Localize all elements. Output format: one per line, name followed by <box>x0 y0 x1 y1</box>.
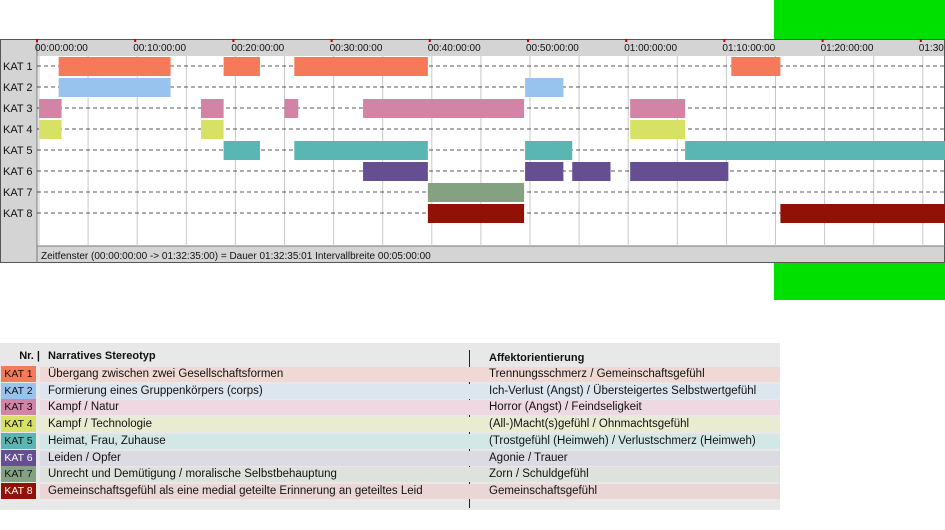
segment-bar <box>58 57 171 76</box>
time-tick-label: 01:00:00:00 <box>624 43 677 54</box>
segment-bar <box>39 99 62 118</box>
segment-bar <box>294 141 428 160</box>
segment-bar <box>201 120 224 139</box>
legend-kat-badge: KAT 5 <box>1 432 36 449</box>
legend-affektorientierung: (All-)Macht(s)gefühl / Ohnmachtsgefühl <box>489 418 690 431</box>
legend-kat-badge: KAT 7 <box>1 466 36 483</box>
legend-row: KAT 2 Formierung eines Gruppenkörpers (co… <box>0 382 780 399</box>
legend-row: KAT 4 Kampf / Technologie (All-)Macht(s)ge… <box>0 416 780 433</box>
segment-bar <box>685 141 945 160</box>
legend-header-stereotyp: Narratives Stereotyp <box>48 350 156 362</box>
segment-bar <box>427 204 525 223</box>
row-label: KAT 2 <box>3 82 33 94</box>
row-label: KAT 5 <box>3 145 33 157</box>
segment-bar <box>427 183 525 202</box>
segment-bar <box>630 99 686 118</box>
segment-bar <box>294 57 428 76</box>
segment-bar <box>780 204 945 223</box>
segment-bar <box>223 141 260 160</box>
segment-bar <box>39 120 62 139</box>
time-tick-label: 01:30 <box>919 43 944 54</box>
legend-row-background <box>40 367 780 382</box>
legend-stereotyp: Kampf / Technologie <box>48 418 152 431</box>
legend-stereotyp: Übergang zwischen zwei Gesellschaftsform… <box>48 368 284 380</box>
timeline-chart: KAT 1 KAT 2 KAT 3 KAT 4 KAT 5 KAT 6 KAT 7 KAT 8… <box>0 39 945 263</box>
legend-kat-badge: KAT 8 <box>1 482 36 499</box>
segment-bar <box>201 99 224 118</box>
legend-header-affekt: Affektorientierung <box>489 352 585 364</box>
legend-table: Nr. | Narratives Stereotyp Affektorienti… <box>0 343 780 510</box>
segment-bar <box>525 162 564 181</box>
legend-header-nr: Nr. | <box>19 350 40 362</box>
legend-row-background <box>40 433 780 449</box>
row-label: KAT 3 <box>3 103 33 115</box>
legend-kat-badge: KAT 1 <box>1 366 36 382</box>
segment-bar <box>363 162 428 181</box>
legend-stereotyp: Kampf / Natur <box>48 401 119 414</box>
segment-bar <box>630 120 686 139</box>
legend-row-background <box>40 400 780 416</box>
legend-affektorientierung: Horror (Angst) / Feindseligkeit <box>489 401 642 414</box>
segment-bar <box>58 78 171 97</box>
legend-stereotyp: Heimat, Frau, Zuhause <box>48 434 166 447</box>
legend-row: KAT 5 Heimat, Frau, Zuhause (Trostgefühl (… <box>0 432 780 449</box>
legend-row: KAT 3 Kampf / Natur Horror (Angst) / Feind… <box>0 399 780 416</box>
segment-bar <box>363 99 525 118</box>
legend-kat-badge: KAT 4 <box>1 416 36 433</box>
green-marker-top <box>774 0 945 40</box>
legend-row-background <box>40 467 780 483</box>
legend-kat-badge: KAT 3 <box>1 399 36 416</box>
legend-stereotyp: Formierung eines Gruppenkörpers (corps) <box>48 384 263 397</box>
row-label: KAT 7 <box>3 187 33 199</box>
legend-row-background <box>40 483 780 499</box>
legend-stereotyp: Gemeinschaftsgefühl als eine medial gete… <box>48 484 423 497</box>
time-tick-label: 00:40:00:00 <box>428 43 481 54</box>
legend-kat-badge: KAT 2 <box>1 382 36 399</box>
segment-bar <box>525 141 573 160</box>
legend-kat-badge: KAT 6 <box>1 449 36 466</box>
legend-row: KAT 8 Gemeinschaftsgefühl als eine medial… <box>0 482 780 499</box>
legend-stereotyp: Leiden / Opfer <box>48 451 121 464</box>
time-tick-label: 00:10:00:00 <box>133 43 186 54</box>
segment-bar <box>731 57 781 76</box>
time-tick-label: 00:50:00:00 <box>526 43 579 54</box>
legend-affektorientierung: Zorn / Schuldgefühl <box>489 468 589 481</box>
legend-affektorientierung: Gemeinschaftsgefühl <box>489 484 598 497</box>
legend-row: KAT 1 Übergang zwischen zwei Gesellschaft… <box>0 366 780 382</box>
legend-affektorientierung: (Trostgefühl (Heimweh) / Verlustschmerz … <box>489 434 756 447</box>
time-tick-label: 01:10:00:00 <box>722 43 775 54</box>
green-marker-bottom <box>774 263 945 300</box>
row-label: KAT 4 <box>3 124 33 136</box>
legend-row-background <box>40 417 780 433</box>
segment-bar <box>223 57 260 76</box>
legend-row-background <box>40 450 780 466</box>
time-tick-label: 00:00:00:00 <box>35 43 88 54</box>
segment-bar <box>525 78 564 97</box>
legend-row: KAT 7 Unrecht und Demütigung / moralische… <box>0 466 780 483</box>
legend-affektorientierung: Agonie / Trauer <box>489 451 568 464</box>
row-label: KAT 6 <box>3 166 33 178</box>
segment-bar <box>284 99 299 118</box>
time-tick-label: 01:20:00:00 <box>821 43 874 54</box>
legend-affektorientierung: Ich-Verlust (Angst) / Übersteigertes Sel… <box>489 384 757 397</box>
time-tick-label: 00:20:00:00 <box>231 43 284 54</box>
legend-stereotyp: Unrecht und Demütigung / moralische Selb… <box>48 468 337 481</box>
status-text: Zeitfenster (00:00:00:00 -> 01:32:35:00)… <box>41 251 431 262</box>
legend-header: Nr. | Narratives Stereotyp Affektorienti… <box>0 348 780 364</box>
time-tick-label: 00:30:00:00 <box>330 43 383 54</box>
row-label: KAT 1 <box>3 61 33 73</box>
legend-row-background <box>40 383 780 399</box>
segment-bar <box>630 162 729 181</box>
row-label: KAT 8 <box>3 208 33 220</box>
legend-row: KAT 6 Leiden / Opfer Agonie / Trauer <box>0 449 780 466</box>
legend-affektorientierung: Trennungsschmerz / Gemeinschaftsgefühl <box>489 368 705 380</box>
segment-bar <box>572 162 611 181</box>
